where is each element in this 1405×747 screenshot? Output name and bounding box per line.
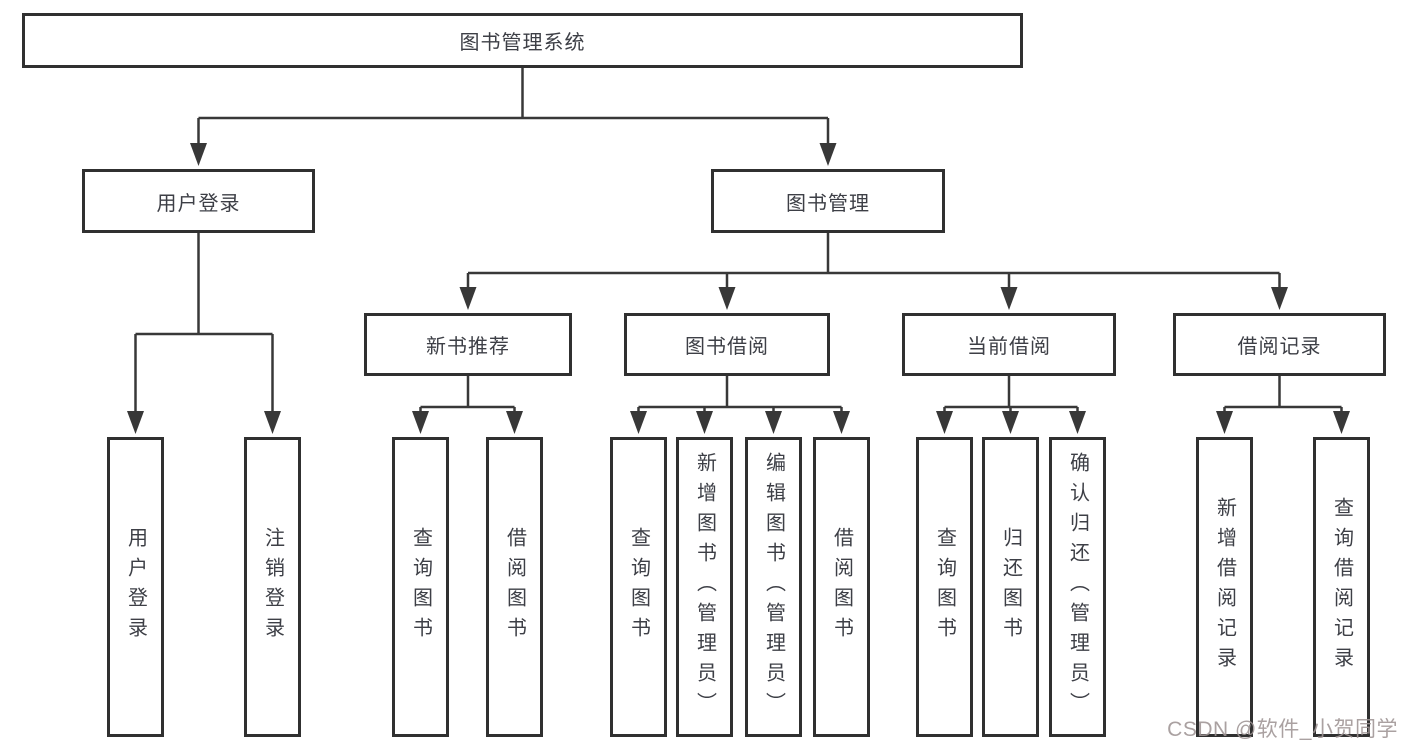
leaf-borrow-books-1: 借阅图书 [486, 437, 543, 737]
leaf-borrow-books-1-label: 借阅图书 [503, 527, 526, 647]
node-book-management-label: 图书管理 [786, 192, 870, 215]
leaf-logout-label: 注销登录 [261, 527, 284, 647]
leaf-logout: 注销登录 [244, 437, 301, 737]
leaf-confirm-return-admin: 确认归还（管理员） [1049, 437, 1106, 737]
node-user-login: 用户登录 [82, 169, 315, 233]
node-book-management: 图书管理 [711, 169, 945, 233]
leaf-query-books-2: 查询图书 [610, 437, 667, 737]
node-book-borrowing-label: 图书借阅 [685, 336, 769, 358]
leaf-add-books-admin-label: 新增图书（管理员） [693, 452, 716, 722]
leaf-user-login-label: 用户登录 [124, 527, 147, 647]
node-current-borrowing: 当前借阅 [902, 313, 1116, 376]
leaf-add-books-admin: 新增图书（管理员） [676, 437, 733, 737]
node-new-book-recommendation: 新书推荐 [364, 313, 572, 376]
node-borrowing-records-label: 借阅记录 [1237, 336, 1322, 358]
leaf-query-books-1: 查询图书 [392, 437, 449, 737]
leaf-query-books-3: 查询图书 [916, 437, 973, 737]
leaf-return-books: 归还图书 [982, 437, 1039, 737]
node-borrowing-records: 借阅记录 [1173, 313, 1386, 376]
leaf-add-borrow-record-label: 新增借阅记录 [1213, 497, 1236, 677]
leaf-query-books-3-label: 查询图书 [933, 527, 956, 647]
leaf-add-borrow-record: 新增借阅记录 [1196, 437, 1253, 737]
leaf-edit-books-admin: 编辑图书（管理员） [745, 437, 802, 737]
node-new-book-recommendation-label: 新书推荐 [426, 336, 510, 358]
node-root-label: 图书管理系统 [459, 32, 586, 54]
leaf-borrow-books-2: 借阅图书 [813, 437, 870, 737]
leaf-edit-books-admin-label: 编辑图书（管理员） [762, 452, 785, 722]
node-book-borrowing: 图书借阅 [624, 313, 830, 376]
leaf-user-login: 用户登录 [107, 437, 164, 737]
leaf-return-books-label: 归还图书 [999, 527, 1022, 647]
leaf-query-books-2-label: 查询图书 [627, 527, 650, 647]
leaf-confirm-return-admin-label: 确认归还（管理员） [1066, 452, 1089, 722]
leaf-query-borrow-record: 查询借阅记录 [1313, 437, 1370, 737]
node-user-login-label: 用户登录 [156, 192, 241, 215]
leaf-borrow-books-2-label: 借阅图书 [830, 527, 853, 647]
leaf-query-books-1-label: 查询图书 [409, 527, 432, 647]
node-current-borrowing-label: 当前借阅 [967, 336, 1051, 358]
csdn-watermark: CSDN @软件_小贺同学 [1167, 718, 1398, 741]
node-root-system: 图书管理系统 [22, 13, 1023, 68]
leaf-query-borrow-record-label: 查询借阅记录 [1330, 497, 1353, 677]
